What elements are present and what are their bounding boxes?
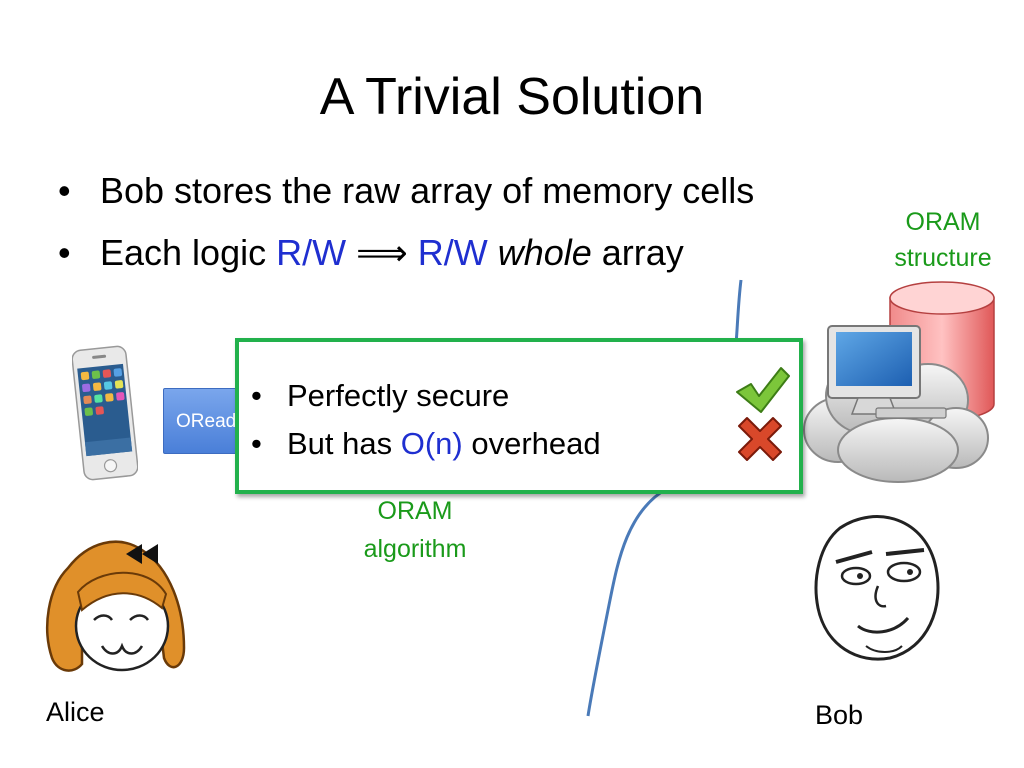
- check-mark-icon: [736, 367, 790, 413]
- bullet-glyph: •: [58, 170, 71, 211]
- overhead-complexity: O(n): [400, 426, 463, 461]
- cloud-server-icon: [803, 325, 989, 483]
- bullet-glyph: •: [251, 426, 262, 461]
- logic-rw: R/W: [276, 232, 347, 273]
- bullet-raw-array: • Bob stores the raw array of memory cel…: [58, 160, 754, 222]
- main-bullet-list: • Bob stores the raw array of memory cel…: [58, 160, 754, 284]
- oram-structure-line1: ORAM: [905, 208, 981, 236]
- popup-item-secure-text: Perfectly secure: [287, 378, 510, 413]
- summary-popup: • Perfectly secure • But has O(n) overhe…: [235, 338, 803, 494]
- implies-arrow: ⟹: [346, 232, 418, 273]
- bullet-logic-prefix: Each logic: [100, 232, 277, 273]
- bullet-glyph: •: [251, 378, 262, 413]
- smartphone-icon: [72, 345, 138, 481]
- popup-item-overhead-suffix: overhead: [462, 426, 601, 461]
- alice-label: Alice: [46, 697, 105, 727]
- bullet-raw-array-text: Bob stores the raw array of memory cells: [100, 170, 755, 211]
- physical-rw: R/W: [417, 232, 488, 273]
- slide-title: A Trivial Solution: [319, 68, 705, 126]
- oram-algorithm-line2: algorithm: [363, 535, 467, 563]
- oram-structure-label: ORAM structure: [878, 204, 1008, 276]
- oread-button[interactable]: ORead: [163, 388, 243, 454]
- girl-rage-face-icon: [46, 540, 186, 672]
- popup-bullet-list: • Perfectly secure • But has O(n) overhe…: [251, 372, 601, 468]
- bullet-glyph: •: [58, 232, 71, 273]
- determined-rage-face-icon: [814, 515, 940, 661]
- popup-item-overhead-prefix: But has: [287, 426, 401, 461]
- cross-mark-icon: [738, 417, 782, 461]
- popup-item-overhead: • But has O(n) overhead: [251, 420, 601, 468]
- popup-item-secure: • Perfectly secure: [251, 372, 601, 420]
- bullet-logic-rw: • Each logic R/W ⟹ R/W whole array: [58, 222, 754, 284]
- oram-algorithm-line1: ORAM: [377, 497, 453, 525]
- bob-label: Bob: [815, 700, 864, 730]
- oram-algorithm-label: ORAM algorithm: [330, 492, 500, 568]
- whole-word: whole: [497, 232, 592, 273]
- bullet-logic-suffix: array: [591, 232, 684, 273]
- oram-structure-line2: structure: [894, 244, 992, 272]
